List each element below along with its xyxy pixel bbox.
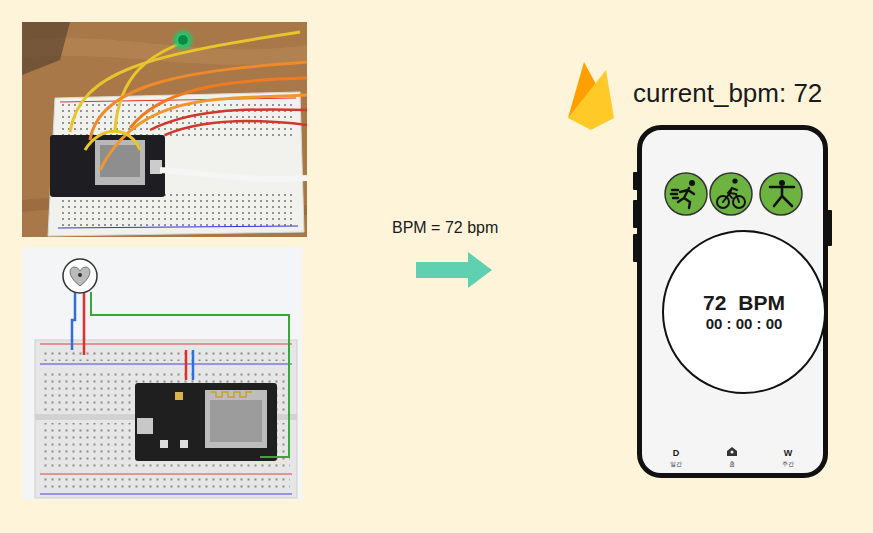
nav-caption: 주간 <box>782 460 794 469</box>
firebase-field: current_bpm: 72 <box>633 78 822 109</box>
prototype-photo <box>22 22 307 237</box>
arrow-label: BPM = 72 bpm <box>392 219 498 237</box>
nav-caption: 일간 <box>670 460 682 469</box>
nav-letter: D <box>673 448 680 458</box>
firebase-logo <box>568 62 614 130</box>
wiring-schematic <box>22 247 302 500</box>
nav-caption: 홈 <box>729 460 735 469</box>
phone-screen: D 일간 홈 W 주간 72 BPM00 : 00 : 00 <box>637 125 828 478</box>
nav-letter: W <box>784 448 793 458</box>
bpm-value: 72 BPM <box>703 291 785 314</box>
bpm-circle: 72 BPM00 : 00 : 00 <box>662 230 826 394</box>
timer-text: 00 : 00 : 00 <box>706 314 783 334</box>
data-arrow <box>416 252 492 288</box>
